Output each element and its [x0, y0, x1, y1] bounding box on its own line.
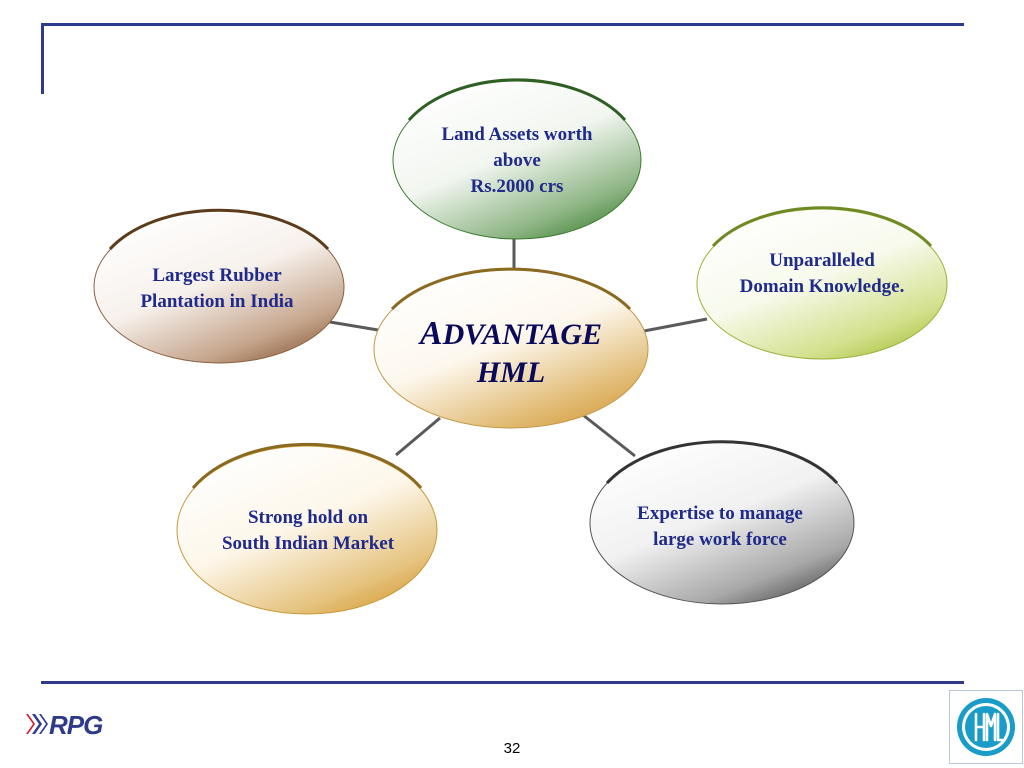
node-ellipse-center: [373, 269, 649, 429]
node-rim-center: [390, 267, 632, 311]
frame-top-line: [41, 23, 964, 26]
node-rim-work-force: [605, 440, 839, 485]
connector-domain-knowledge: [643, 317, 708, 333]
node-ellipse-south-indian-market: [176, 445, 438, 615]
connector-rubber-plantation: [329, 320, 379, 332]
page-number: 32: [503, 740, 521, 757]
node-ellipse-land-assets: [392, 80, 642, 240]
hml-logo-icon: [949, 690, 1023, 764]
node-rim-south-indian-market: [191, 442, 423, 489]
node-ellipse-domain-knowledge: [696, 208, 948, 360]
rpg-logo-text: RPG: [49, 710, 103, 740]
node-rim-land-assets: [407, 78, 627, 121]
frame-left-line: [41, 23, 44, 94]
node-rim-rubber-plantation: [108, 208, 330, 251]
connector-south-indian-market: [395, 416, 441, 457]
rpg-chevron-icon: [26, 714, 48, 734]
rpg-logo: RPG: [26, 708, 106, 740]
footer-line: [41, 681, 964, 684]
connector-work-force: [582, 413, 636, 458]
node-ellipse-rubber-plantation: [93, 210, 345, 364]
node-rim-domain-knowledge: [711, 206, 933, 248]
